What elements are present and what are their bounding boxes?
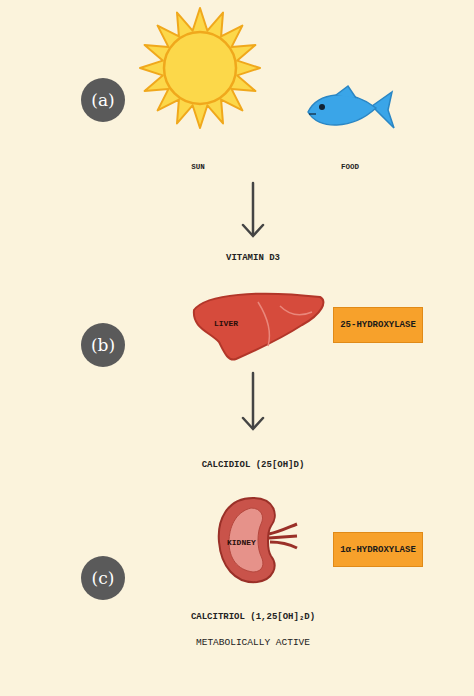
source-label: SUN bbox=[191, 163, 205, 171]
enzyme-box: 25-HYDROXYLASE bbox=[333, 307, 423, 343]
enzyme-name: 25-HYDROXYLASE bbox=[340, 320, 416, 330]
source-label: FOOD bbox=[341, 163, 359, 171]
organ-name: KIDNEY bbox=[227, 538, 256, 547]
note: METABOLICALLY ACTIVE bbox=[196, 637, 310, 648]
liver-organ: LIVER bbox=[188, 288, 328, 362]
sun-illustration bbox=[140, 8, 260, 128]
callout-text: (b) bbox=[91, 335, 115, 355]
callout-number: (b) bbox=[81, 323, 125, 367]
callout-number: (c) bbox=[81, 556, 125, 600]
enzyme-name: 1α-HYDROXYLASE bbox=[340, 545, 416, 555]
compound-name: CALCIDIOL (25[OH]D) bbox=[202, 460, 305, 470]
compound-name: VITAMIN D3 bbox=[226, 253, 280, 263]
kidney-organ-outline bbox=[213, 494, 299, 586]
enzyme-box: 1α-HYDROXYLASE bbox=[333, 532, 423, 567]
callout-text: (a) bbox=[91, 90, 114, 110]
callout-text: (c) bbox=[92, 568, 115, 588]
kidney-organ: KIDNEY bbox=[213, 494, 299, 586]
compound-name: CALCITRIOL (1,25[OH]₂D) bbox=[191, 612, 315, 622]
organ-name: LIVER bbox=[214, 319, 238, 328]
callout-number: (a) bbox=[81, 78, 125, 122]
liver-organ-outline bbox=[188, 288, 328, 362]
fish-illustration bbox=[308, 86, 394, 128]
